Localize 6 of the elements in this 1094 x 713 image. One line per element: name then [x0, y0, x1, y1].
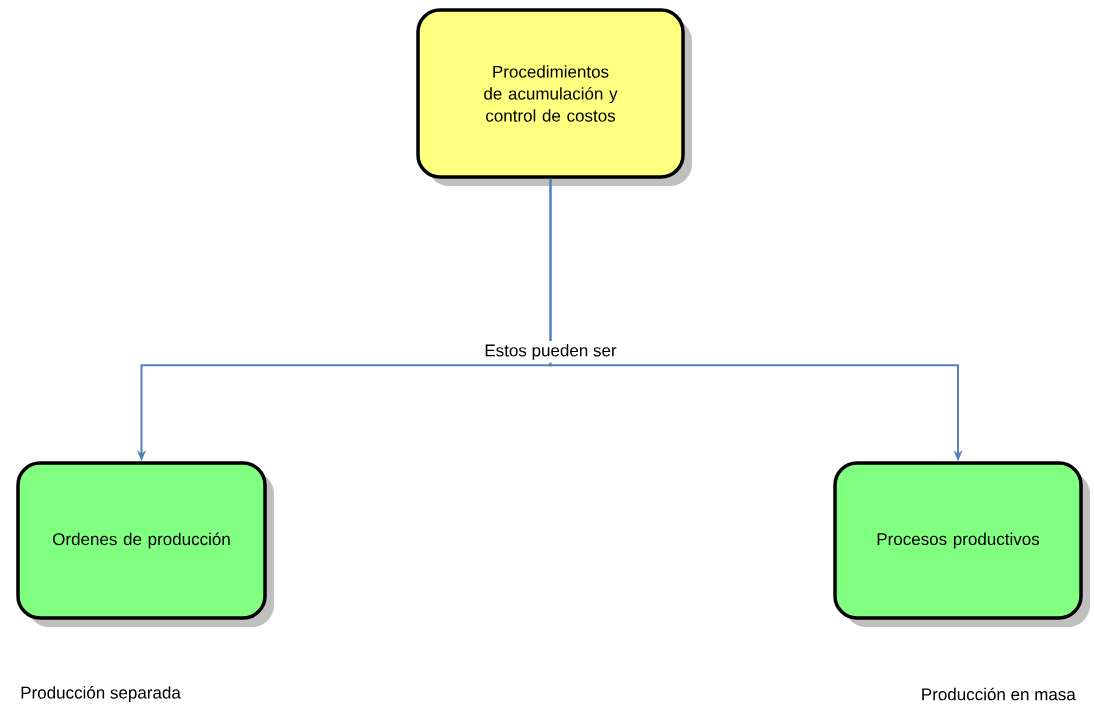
node-caption: Producción en masa	[922, 687, 1076, 701]
process-box: Ordenes de producción	[16, 461, 274, 627]
process-box: Procedimientos de acumulación y control de costos	[416, 8, 692, 186]
process-box: Procesos productivos	[833, 461, 1090, 627]
edge-label: Estos pueden ser	[481, 340, 620, 363]
node-caption: Producción separada	[21, 686, 181, 703]
